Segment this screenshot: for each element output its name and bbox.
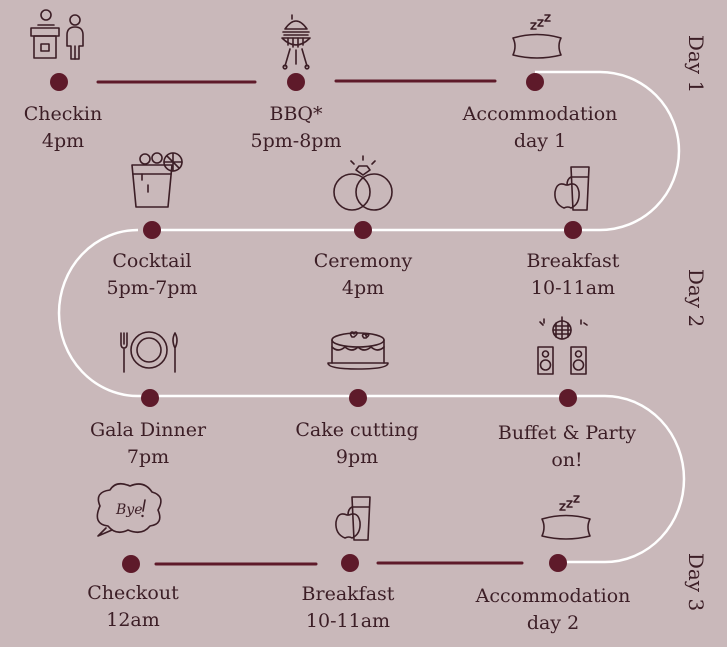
dinner-plate-icon [120, 331, 178, 373]
event-time: 10-11am [530, 277, 616, 299]
timeline-dot-breakfast-1 [564, 221, 582, 239]
event-title: Accommodation [462, 103, 618, 125]
timeline-dot-checkout [122, 555, 140, 573]
event-title: Cocktail [112, 250, 192, 272]
timeline-dot-cocktail [143, 221, 161, 239]
event-time: 4pm [41, 130, 85, 152]
pillow-sleep-icon [512, 14, 562, 59]
event-title: Breakfast [301, 583, 395, 605]
event-label-breakfast-1: Breakfast 10-11am [527, 248, 620, 302]
event-label-accommodation-1: Accommodation day 1 [463, 101, 618, 155]
event-label-checkout: Checkout 12am [87, 580, 178, 634]
event-title: Cake cutting [295, 419, 419, 441]
timeline-dot-checkin [50, 73, 68, 91]
timeline-dot-accommodation-1 [526, 73, 544, 91]
event-label-buffet-party: Buffet & Party on! [498, 420, 636, 474]
day-2-label: Day 2 [684, 268, 709, 328]
event-label-ceremony: Ceremony 4pm [314, 248, 413, 302]
event-title: BBQ* [269, 103, 323, 125]
event-time: 4pm [341, 277, 385, 299]
timeline-dot-breakfast-2 [341, 554, 359, 572]
event-time: 5pm-8pm [250, 130, 342, 152]
event-label-gala-dinner: Gala Dinner 7pm [90, 417, 206, 471]
event-title: Ceremony [313, 250, 413, 272]
event-time: 9pm [335, 446, 379, 468]
event-label-breakfast-2: Breakfast 10-11am [302, 581, 395, 635]
grill-icon [281, 14, 311, 70]
timeline-connectors [96, 79, 524, 566]
pillow-sleep-icon [541, 495, 591, 540]
event-time: 7pm [126, 446, 170, 468]
event-title: Buffet & Party [497, 422, 637, 444]
event-label-cocktail: Cocktail 5pm-7pm [107, 248, 198, 302]
event-label-cake-cutting: Cake cutting 9pm [295, 417, 418, 471]
rings-icon [333, 155, 393, 211]
day-1-label: Day 1 [684, 34, 709, 94]
event-title: Checkin [23, 103, 103, 125]
timeline-dot-accommodation-2 [549, 554, 567, 572]
event-time: on! [551, 449, 583, 471]
breakfast-icon [335, 496, 371, 541]
timeline-dot-cake-cutting [349, 389, 367, 407]
timeline-dot-buffet-party [559, 389, 577, 407]
timeline-dot-gala-dinner [141, 389, 159, 407]
cake-icon [327, 331, 389, 370]
event-time: day 2 [526, 612, 580, 634]
event-title: Checkout [87, 582, 179, 604]
event-title: Breakfast [526, 250, 620, 272]
event-title: Gala Dinner [89, 419, 207, 441]
event-time: day 1 [513, 130, 567, 152]
event-label-accommodation-2: Accommodation day 2 [476, 583, 631, 637]
event-time: 12am [106, 609, 160, 631]
event-time: 10-11am [305, 610, 391, 632]
bye-bubble-icon: Bye [96, 482, 162, 537]
reception-icon [30, 9, 84, 60]
event-label-bbq: BBQ* 5pm-8pm [251, 101, 342, 155]
event-label-checkin: Checkin 4pm [24, 101, 103, 155]
disco-speakers-icon [537, 316, 588, 375]
day-3-label: Day 3 [684, 552, 709, 612]
timeline-dot-ceremony [354, 221, 372, 239]
svg-text:Bye: Bye [115, 502, 142, 518]
timeline-dot-bbq [287, 73, 305, 91]
cocktail-icon [131, 152, 183, 208]
event-time: 5pm-7pm [106, 277, 198, 299]
event-title: Accommodation [475, 585, 631, 607]
breakfast-icon [554, 166, 590, 211]
